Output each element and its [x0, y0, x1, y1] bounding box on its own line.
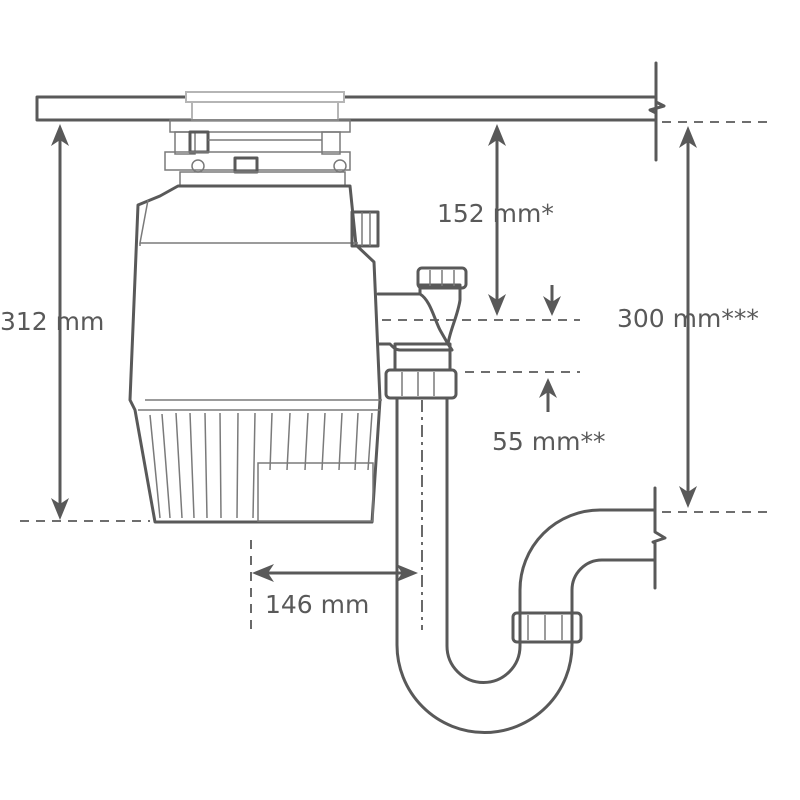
countertop — [35, 61, 666, 162]
label-55: 55 mm** — [492, 427, 605, 456]
dim-146 — [250, 400, 423, 630]
label-146: 146 mm — [265, 590, 369, 619]
disposer-unit — [128, 184, 382, 524]
dim-55 — [465, 371, 580, 412]
label-312: 312 mm — [0, 307, 104, 336]
label-300: 300 mm*** — [617, 304, 759, 333]
dim-312 — [20, 124, 150, 522]
label-152: 152 mm* — [437, 199, 554, 228]
sink-flange — [164, 91, 351, 187]
ribs — [149, 412, 373, 519]
dim-300 — [662, 121, 770, 513]
dim-152 — [382, 124, 580, 321]
outlet-pipe — [376, 266, 468, 400]
p-trap — [395, 396, 667, 734]
